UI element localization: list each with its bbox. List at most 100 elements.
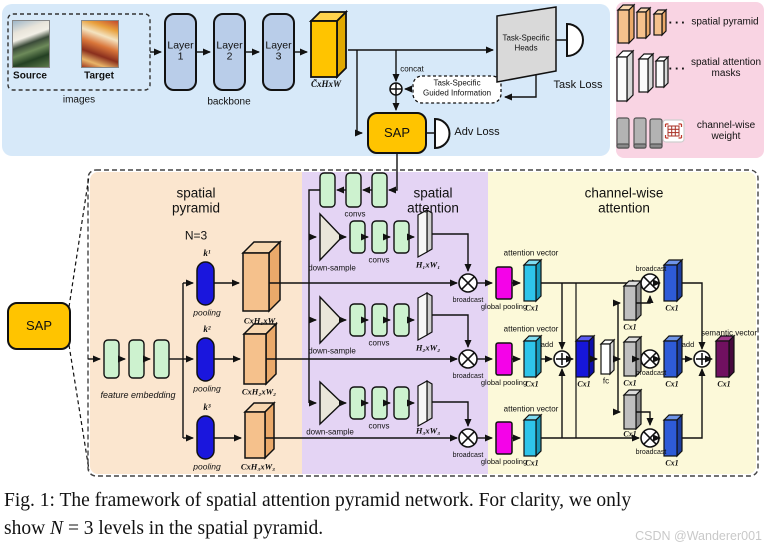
pyramid-dims-1: CxH₁xW₁ <box>243 315 279 326</box>
k3-label: k³ <box>203 402 211 413</box>
pooling-label-2: pooling <box>193 383 221 394</box>
attention-vector-label-2: attention vector <box>503 324 559 334</box>
guided-info-box <box>412 75 502 104</box>
task-heads-line1: Task-Specific <box>502 33 550 43</box>
convs-row3 <box>339 386 415 420</box>
channel-weight-slabs <box>622 279 643 431</box>
caption-line2-post: = 3 levels in the spatial pyramid. <box>63 518 324 539</box>
global-pooling-blocks <box>495 266 513 455</box>
cx1-label-av2: Cx1 <box>525 379 539 389</box>
title-channel-attention: channel-wise attention <box>584 185 664 215</box>
target-image <box>81 20 119 68</box>
attention-vector-label-3: attention vector <box>503 404 559 414</box>
convs-label-top: convs <box>344 209 366 219</box>
legend-item-weight: channel-wise weight <box>696 120 756 142</box>
feature-embedding-blocks <box>88 339 170 379</box>
cx1-label-semantic: Cx1 <box>717 379 731 389</box>
convs-label-3: convs <box>368 421 390 431</box>
layer-2-label: Layer 2 <box>216 39 243 63</box>
source-image <box>12 20 50 68</box>
cx1-label-b3: Cx1 <box>665 458 679 468</box>
concat-label: concat <box>400 64 424 74</box>
backbone-label: backbone <box>207 96 251 108</box>
cx1-label-av1: Cx1 <box>525 303 539 313</box>
sum-vector-slab <box>574 334 596 379</box>
cx1-label-b1: Cx1 <box>665 303 679 313</box>
pyramid-dims-3: CxH₃xW₃ <box>240 461 276 472</box>
mask-dims-1: H₁xW₁ <box>415 259 441 270</box>
down-sample-label-3: down-sample <box>306 427 354 437</box>
attention-vector-label-1: attention vector <box>503 248 559 258</box>
k2-label: k² <box>203 324 211 335</box>
feature-cube <box>308 9 349 80</box>
images-label: images <box>62 94 96 106</box>
semantic-vector-label: semantic vector <box>700 328 758 338</box>
sap-left-label: SAP <box>25 317 53 333</box>
top-convs-blocks <box>319 172 388 208</box>
feature-dims-label: C̃xHxW <box>310 79 342 90</box>
global-pooling-label-1: global pooling <box>480 301 528 311</box>
pyramid-feature-boxes <box>241 240 282 460</box>
figure-caption-line1: Fig. 1: The framework of spatial attenti… <box>4 490 632 511</box>
caption-line2-n: N <box>50 518 64 539</box>
add-label-2: add <box>681 339 695 349</box>
legend-mask-slabs <box>615 49 670 103</box>
cx1-label-av3: Cx1 <box>525 458 539 468</box>
weighted-vector-slabs <box>662 258 684 458</box>
sap-top-label: SAP <box>383 124 411 140</box>
convs-row2 <box>339 303 415 337</box>
backbone-pipeline <box>7 6 584 194</box>
adv-loss-discriminator-icon <box>434 117 451 150</box>
sap-left-box <box>7 302 71 350</box>
concat-op <box>389 82 403 96</box>
convs-row1 <box>339 220 415 254</box>
down-sample-label-1: down-sample <box>308 263 356 273</box>
legend-item-masks: spatial attention masks <box>690 57 762 79</box>
legend-weight-slabs <box>616 117 663 149</box>
title-spatial-attention: spatial attention <box>407 185 459 215</box>
adv-loss-label: Adv Loss <box>454 126 500 139</box>
semantic-vector-slab <box>714 334 736 379</box>
pooling-capsules <box>196 261 215 460</box>
broadcast-label-sp3: broadcast <box>452 452 484 460</box>
broadcast-multiply-ops-channel <box>640 273 660 448</box>
cx1-label-w2: Cx1 <box>623 378 637 388</box>
watermark: CSDN @Wanderer001 <box>635 529 762 543</box>
channel-grid-icon <box>662 119 685 143</box>
guided-info-line2: Guided Information <box>422 88 492 98</box>
convs-label-1: convs <box>368 255 390 265</box>
broadcast-label-cw2: broadcast <box>635 370 667 378</box>
cx1-label-w3: Cx1 <box>623 429 637 439</box>
sap-detail-border <box>87 169 759 477</box>
convs-label-2: convs <box>368 338 390 348</box>
layer-3-label: Layer 3 <box>265 39 292 63</box>
add-op-semantic <box>693 350 711 368</box>
attention-vector-slabs <box>522 258 543 458</box>
figure-caption-line2: show N = 3 levels in the spatial pyramid… <box>4 518 323 540</box>
broadcast-label-cw1: broadcast <box>635 266 667 274</box>
pooling-label-3: pooling <box>193 461 221 472</box>
caption-line2-pre: show <box>4 518 51 539</box>
n-levels-label: N=3 <box>184 228 208 243</box>
down-sample-triangles <box>319 212 344 426</box>
broadcast-label-sp2: broadcast <box>452 373 484 381</box>
pyramid-dims-2: CxH₂xW₂ <box>241 386 277 397</box>
broadcast-label-sp1: broadcast <box>452 297 484 305</box>
task-heads-block <box>496 6 557 83</box>
legend-item-pyramid: spatial pyramid <box>691 16 759 28</box>
global-pooling-label-3: global pooling <box>480 456 528 466</box>
task-loss-label: Task Loss <box>553 79 603 92</box>
cx1-label-sum: Cx1 <box>577 379 591 389</box>
k1-label: k¹ <box>203 248 211 259</box>
pooling-label-1: pooling <box>193 307 221 318</box>
cx1-label-w1: Cx1 <box>623 322 637 332</box>
fc-label: fc <box>602 376 610 386</box>
source-label: Source <box>13 70 47 82</box>
legend-glyphs <box>615 3 685 149</box>
broadcast-label-cw3: broadcast <box>635 449 667 457</box>
cx1-label-b2: Cx1 <box>665 379 679 389</box>
legend-dots-1: ··· <box>668 14 688 30</box>
mask-dims-3: H₃xW₃ <box>415 425 441 436</box>
legend-dots-2: ··· <box>668 60 688 76</box>
